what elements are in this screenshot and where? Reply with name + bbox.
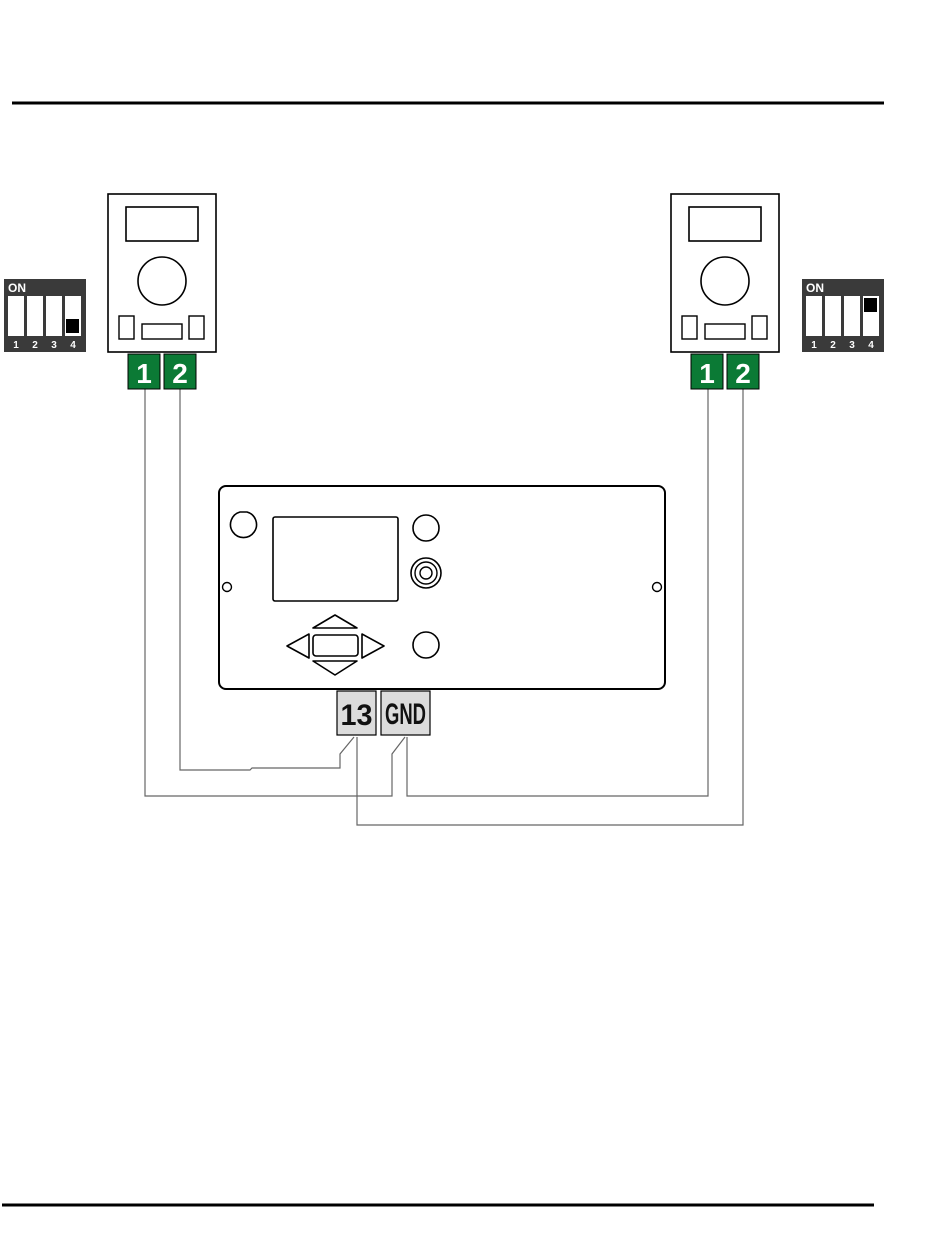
sensor-left-connector <box>142 324 182 339</box>
sensor-right-terminal-2-label: 2 <box>735 358 751 389</box>
dip-switch-left-num-1: 1 <box>13 340 19 351</box>
dip-switch-right-num-4: 4 <box>868 340 874 351</box>
dip-switch-right: ON 1 2 3 4 <box>802 279 884 352</box>
dip-switch-left-num-4: 4 <box>70 340 76 351</box>
controller-terminal-gnd-label: GND <box>385 698 426 731</box>
dip-switch-left-slot-3 <box>46 296 62 336</box>
controller-display <box>273 517 398 601</box>
keyhole-icon <box>231 512 257 538</box>
dip-switch-left-slot-2 <box>27 296 43 336</box>
sensor-right-knob <box>701 257 749 305</box>
dip-switch-left-num-3: 3 <box>51 340 57 351</box>
sensor-left-display <box>126 207 198 241</box>
dip-switch-right-slot-1 <box>806 296 822 336</box>
dip-switch-left-knob-4 <box>66 319 79 333</box>
sensor-right-button-right <box>752 316 767 339</box>
dip-switch-right-knob-4 <box>864 298 877 312</box>
sensor-left-knob <box>138 257 186 305</box>
sensor-left-button-left <box>119 316 134 339</box>
sensor-left-button-right <box>189 316 204 339</box>
sensor-left-terminal-1-label: 1 <box>136 358 152 389</box>
nav-center-button <box>313 635 358 656</box>
sensor-right-connector <box>705 324 745 339</box>
controller-terminal-13-label: 13 <box>341 699 373 732</box>
dip-switch-left-num-2: 2 <box>32 340 38 351</box>
sensor-left-terminal-2-label: 2 <box>172 358 188 389</box>
dip-switch-left: ON 1 2 3 4 <box>4 279 86 352</box>
sensor-right-button-left <box>682 316 697 339</box>
sensor-right-terminal-1-label: 1 <box>699 358 715 389</box>
mounting-hole-right <box>653 583 662 592</box>
mounting-hole-left <box>223 583 232 592</box>
controller-button-bottom <box>413 632 439 658</box>
dip-switch-right-num-1: 1 <box>811 340 817 351</box>
sensor-right-display <box>689 207 761 241</box>
controller-button-top <box>413 515 439 541</box>
controller-rotary-knob <box>411 558 441 588</box>
sensor-left: 1 2 <box>108 194 216 389</box>
dip-switch-right-slot-2 <box>825 296 841 336</box>
dip-switch-left-on-label: ON <box>8 281 26 295</box>
dip-switch-right-num-3: 3 <box>849 340 855 351</box>
dip-switch-left-slot-1 <box>8 296 24 336</box>
dip-switch-right-on-label: ON <box>806 281 824 295</box>
dip-switch-right-slot-3 <box>844 296 860 336</box>
sensor-right: 1 2 <box>671 194 779 389</box>
dip-switch-right-num-2: 2 <box>830 340 836 351</box>
controller: 13 GND <box>219 486 665 735</box>
